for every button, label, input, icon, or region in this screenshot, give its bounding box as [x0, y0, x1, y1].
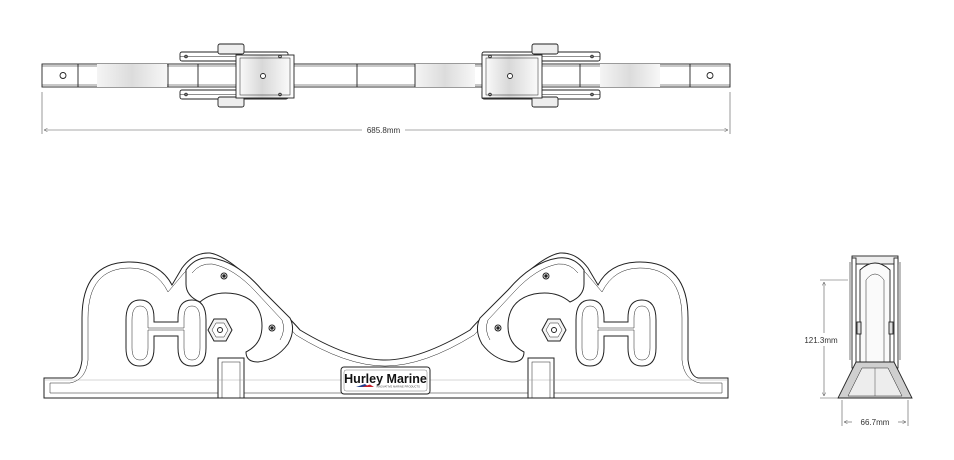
left-h-slot [125, 299, 207, 367]
brand-name: Hurley Marine [344, 372, 427, 386]
width-dimension-label: 66.7mm [861, 418, 890, 427]
top-bar [41, 63, 731, 88]
top-right-clamp [481, 43, 601, 108]
right-post [527, 357, 555, 399]
top-length-dimension [41, 92, 731, 134]
left-end-hole-icon [59, 72, 67, 79]
side-width-dimension [841, 400, 909, 426]
left-post [217, 357, 245, 399]
height-dimension-label: 121.3mm [804, 336, 838, 345]
top-left-clamp [179, 43, 295, 108]
length-dimension-label: 685.8mm [367, 126, 401, 135]
brand-tagline: INNOVATIVE MARINE PRODUCTS [376, 385, 420, 389]
front-view [43, 252, 729, 399]
left-latch [185, 257, 294, 363]
brand-logo: Hurley Marine INNOVATIVE MARINE PRODUCTS [340, 366, 431, 395]
right-h-slot [575, 299, 657, 367]
side-view [837, 255, 913, 399]
side-roller [859, 262, 891, 373]
side-height-dimension [820, 279, 848, 399]
right-latch [476, 257, 585, 363]
right-end-hole-icon [706, 72, 714, 79]
top-view [41, 43, 731, 108]
